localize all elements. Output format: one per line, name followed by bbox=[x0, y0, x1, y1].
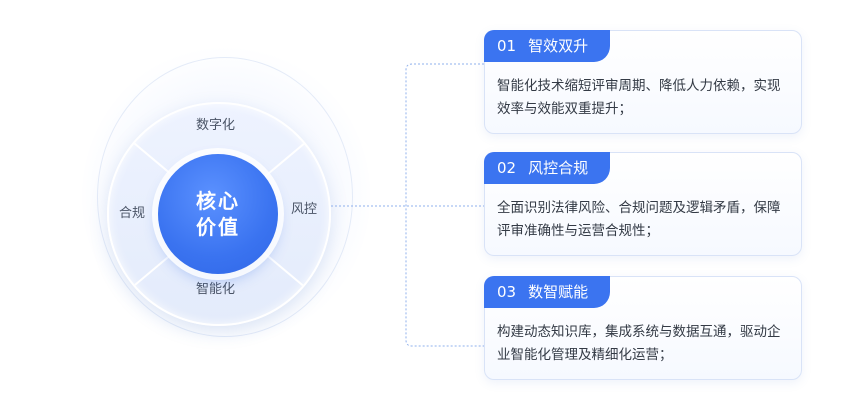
connector-bracket bbox=[405, 63, 484, 347]
card-number: 02 bbox=[497, 159, 517, 177]
core-circle: 核心 价值 bbox=[158, 154, 278, 274]
card-header: 03 数智赋能 bbox=[484, 276, 611, 308]
card-header: 02 风控合规 bbox=[484, 152, 611, 184]
card-title: 智效双升 bbox=[528, 37, 589, 55]
card-description: 全面识别法律风险、合规问题及逻辑矛盾，保障评审准确性与运营合规性； bbox=[497, 200, 781, 239]
value-card-2: 02 风控合规 全面识别法律风险、合规问题及逻辑矛盾，保障评审准确性与运营合规性； bbox=[484, 152, 802, 256]
value-card-1: 01 智效双升 智能化技术缩短评审周期、降低人力依赖，实现效率与效能双重提升； bbox=[484, 30, 802, 134]
card-number: 03 bbox=[497, 283, 517, 301]
segment-label-left: 合规 bbox=[119, 206, 146, 221]
card-title: 风控合规 bbox=[528, 159, 589, 177]
card-description: 构建动态知识库，集成系统与数据互通，驱动企业智能化管理及精细化运营； bbox=[497, 324, 781, 363]
card-description: 智能化技术缩短评审周期、降低人力依赖，实现效率与效能双重提升； bbox=[497, 78, 781, 117]
outer-halo-ring bbox=[97, 57, 353, 337]
core-title-line2: 价值 bbox=[196, 215, 240, 239]
value-card-3: 03 数智赋能 构建动态知识库，集成系统与数据互通，驱动企业智能化管理及精细化运营… bbox=[484, 276, 802, 380]
segment-label-bottom: 智能化 bbox=[196, 282, 236, 297]
segment-label-right: 风控 bbox=[291, 202, 318, 217]
segment-label-top: 数字化 bbox=[196, 118, 236, 133]
card-title: 数智赋能 bbox=[528, 283, 589, 301]
core-title-line1: 核心 bbox=[196, 189, 240, 213]
card-number: 01 bbox=[497, 37, 517, 55]
card-header: 01 智效双升 bbox=[484, 30, 611, 62]
